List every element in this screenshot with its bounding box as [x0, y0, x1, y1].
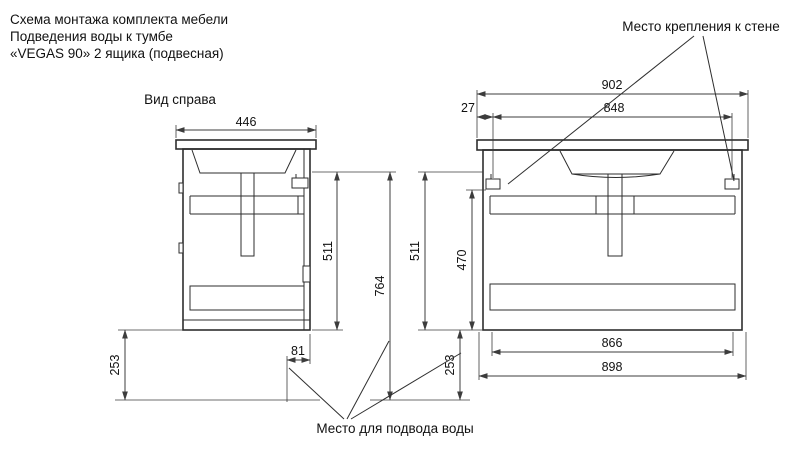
dim-water-offset: 81: [291, 344, 305, 358]
front-cabinet-body: [482, 149, 743, 331]
front-basin: [559, 150, 675, 175]
front-basin-curve: [571, 173, 661, 178]
dim-side-width: 446: [236, 115, 257, 129]
dim-bracket-height: 470: [455, 250, 469, 271]
side-mount-bracket: [291, 177, 309, 189]
side-lower-drawer: [189, 285, 305, 311]
water-leader-left: [288, 367, 345, 420]
wall-mount-leader-left: [507, 35, 695, 185]
side-wall-fitting: [302, 265, 311, 283]
wall-mount-label: Место крепления к стене: [622, 19, 780, 34]
side-hinge-lower: [178, 242, 184, 254]
water-supply-label: Место для подвода воды: [316, 421, 473, 436]
water-leader-right: [350, 352, 462, 420]
dim-front-height: 511: [408, 241, 422, 261]
dim-right-drop: 253: [443, 355, 457, 376]
front-view: [476, 139, 749, 331]
dim-bracket-span: 848: [604, 101, 625, 115]
dim-bottom-width: 898: [602, 360, 623, 374]
dim-bracket-offset: 27: [461, 101, 475, 115]
side-basin: [191, 149, 297, 174]
side-hinge-upper: [178, 182, 184, 194]
dim-total-width: 902: [602, 78, 623, 92]
side-countertop: [175, 139, 317, 150]
water-leader-middle: [346, 340, 390, 420]
dim-side-height: 511: [321, 241, 335, 261]
front-drain-pipe: [607, 173, 623, 257]
title-line-1: Схема монтажа комплекта мебели: [10, 12, 228, 27]
front-bracket-left: [485, 178, 501, 190]
title-line-2: Подведения воды к тумбе: [10, 29, 173, 44]
side-cabinet-body: [182, 148, 311, 331]
side-view-label: Вид справа: [144, 92, 216, 107]
dim-overall-height: 764: [373, 276, 387, 297]
title-block: Схема монтажа комплекта мебели Подведени…: [10, 12, 228, 61]
front-bracket-right: [724, 178, 740, 190]
dim-left-drop: 253: [108, 355, 122, 376]
front-lower-drawer: [489, 283, 736, 311]
leader-lines: [288, 35, 735, 420]
wall-mount-leader-right: [702, 35, 735, 182]
side-view: [175, 139, 317, 331]
title-line-3: «VEGAS 90» 2 ящика (подвесная): [10, 46, 224, 61]
dimensions: 446 902 27 848 511 764 253 81: [108, 78, 749, 402]
front-countertop: [476, 139, 749, 151]
dim-inner-width: 866: [602, 336, 623, 350]
